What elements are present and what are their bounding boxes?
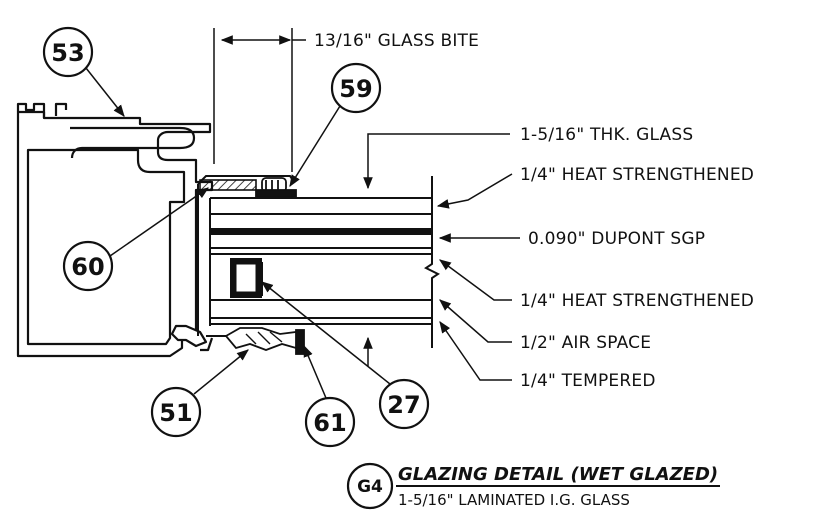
- note-leaders: [436, 173, 520, 381]
- callout-60: 60: [62, 187, 209, 292]
- glass-unit: [209, 176, 440, 348]
- note-inner-lite: 1/4" HEAT STRENGTHENED: [520, 291, 754, 311]
- note-interlayer: 0.090" DUPONT SGP: [528, 229, 705, 249]
- callout-59: 59: [289, 62, 382, 188]
- glass-pocket: [197, 175, 296, 337]
- callout-51-number: 51: [159, 399, 192, 427]
- detail-title: GLAZING DETAIL (WET GLAZED): [398, 464, 718, 485]
- glass-bite-label: 13/16" GLASS BITE: [314, 31, 479, 51]
- note-tempered: 1/4" TEMPERED: [520, 371, 656, 391]
- glass-bite-dimension: [213, 28, 306, 172]
- callout-27-number: 27: [387, 391, 420, 419]
- thickness-dimension: [363, 133, 510, 366]
- note-air-space: 1/2" AIR SPACE: [520, 333, 651, 353]
- callout-61: 61: [303, 344, 356, 448]
- callout-59-number: 59: [339, 75, 372, 103]
- note-glass-thickness: 1-5/16" THK. GLASS: [520, 125, 693, 145]
- frame-extrusion: [16, 102, 214, 358]
- callout-61-number: 61: [313, 409, 346, 437]
- callout-51: 51: [150, 349, 249, 438]
- structural-silicone-seal: [199, 179, 257, 191]
- detail-subtitle: 1-5/16" LAMINATED I.G. GLASS: [398, 491, 630, 509]
- top-gasket: [255, 177, 297, 198]
- callout-53-number: 53: [51, 39, 84, 67]
- ig-spacer: [230, 258, 263, 298]
- detail-tag: G4: [357, 477, 383, 497]
- detail-title-block: G4 GLAZING DETAIL (WET GLAZED) 1-5/16" L…: [346, 462, 720, 510]
- bottom-gasket: [224, 327, 305, 355]
- callout-53: 53: [42, 26, 125, 117]
- note-outer-lite: 1/4" HEAT STRENGTHENED: [520, 165, 754, 185]
- callout-27: 27: [261, 281, 430, 430]
- callout-60-number: 60: [71, 253, 104, 281]
